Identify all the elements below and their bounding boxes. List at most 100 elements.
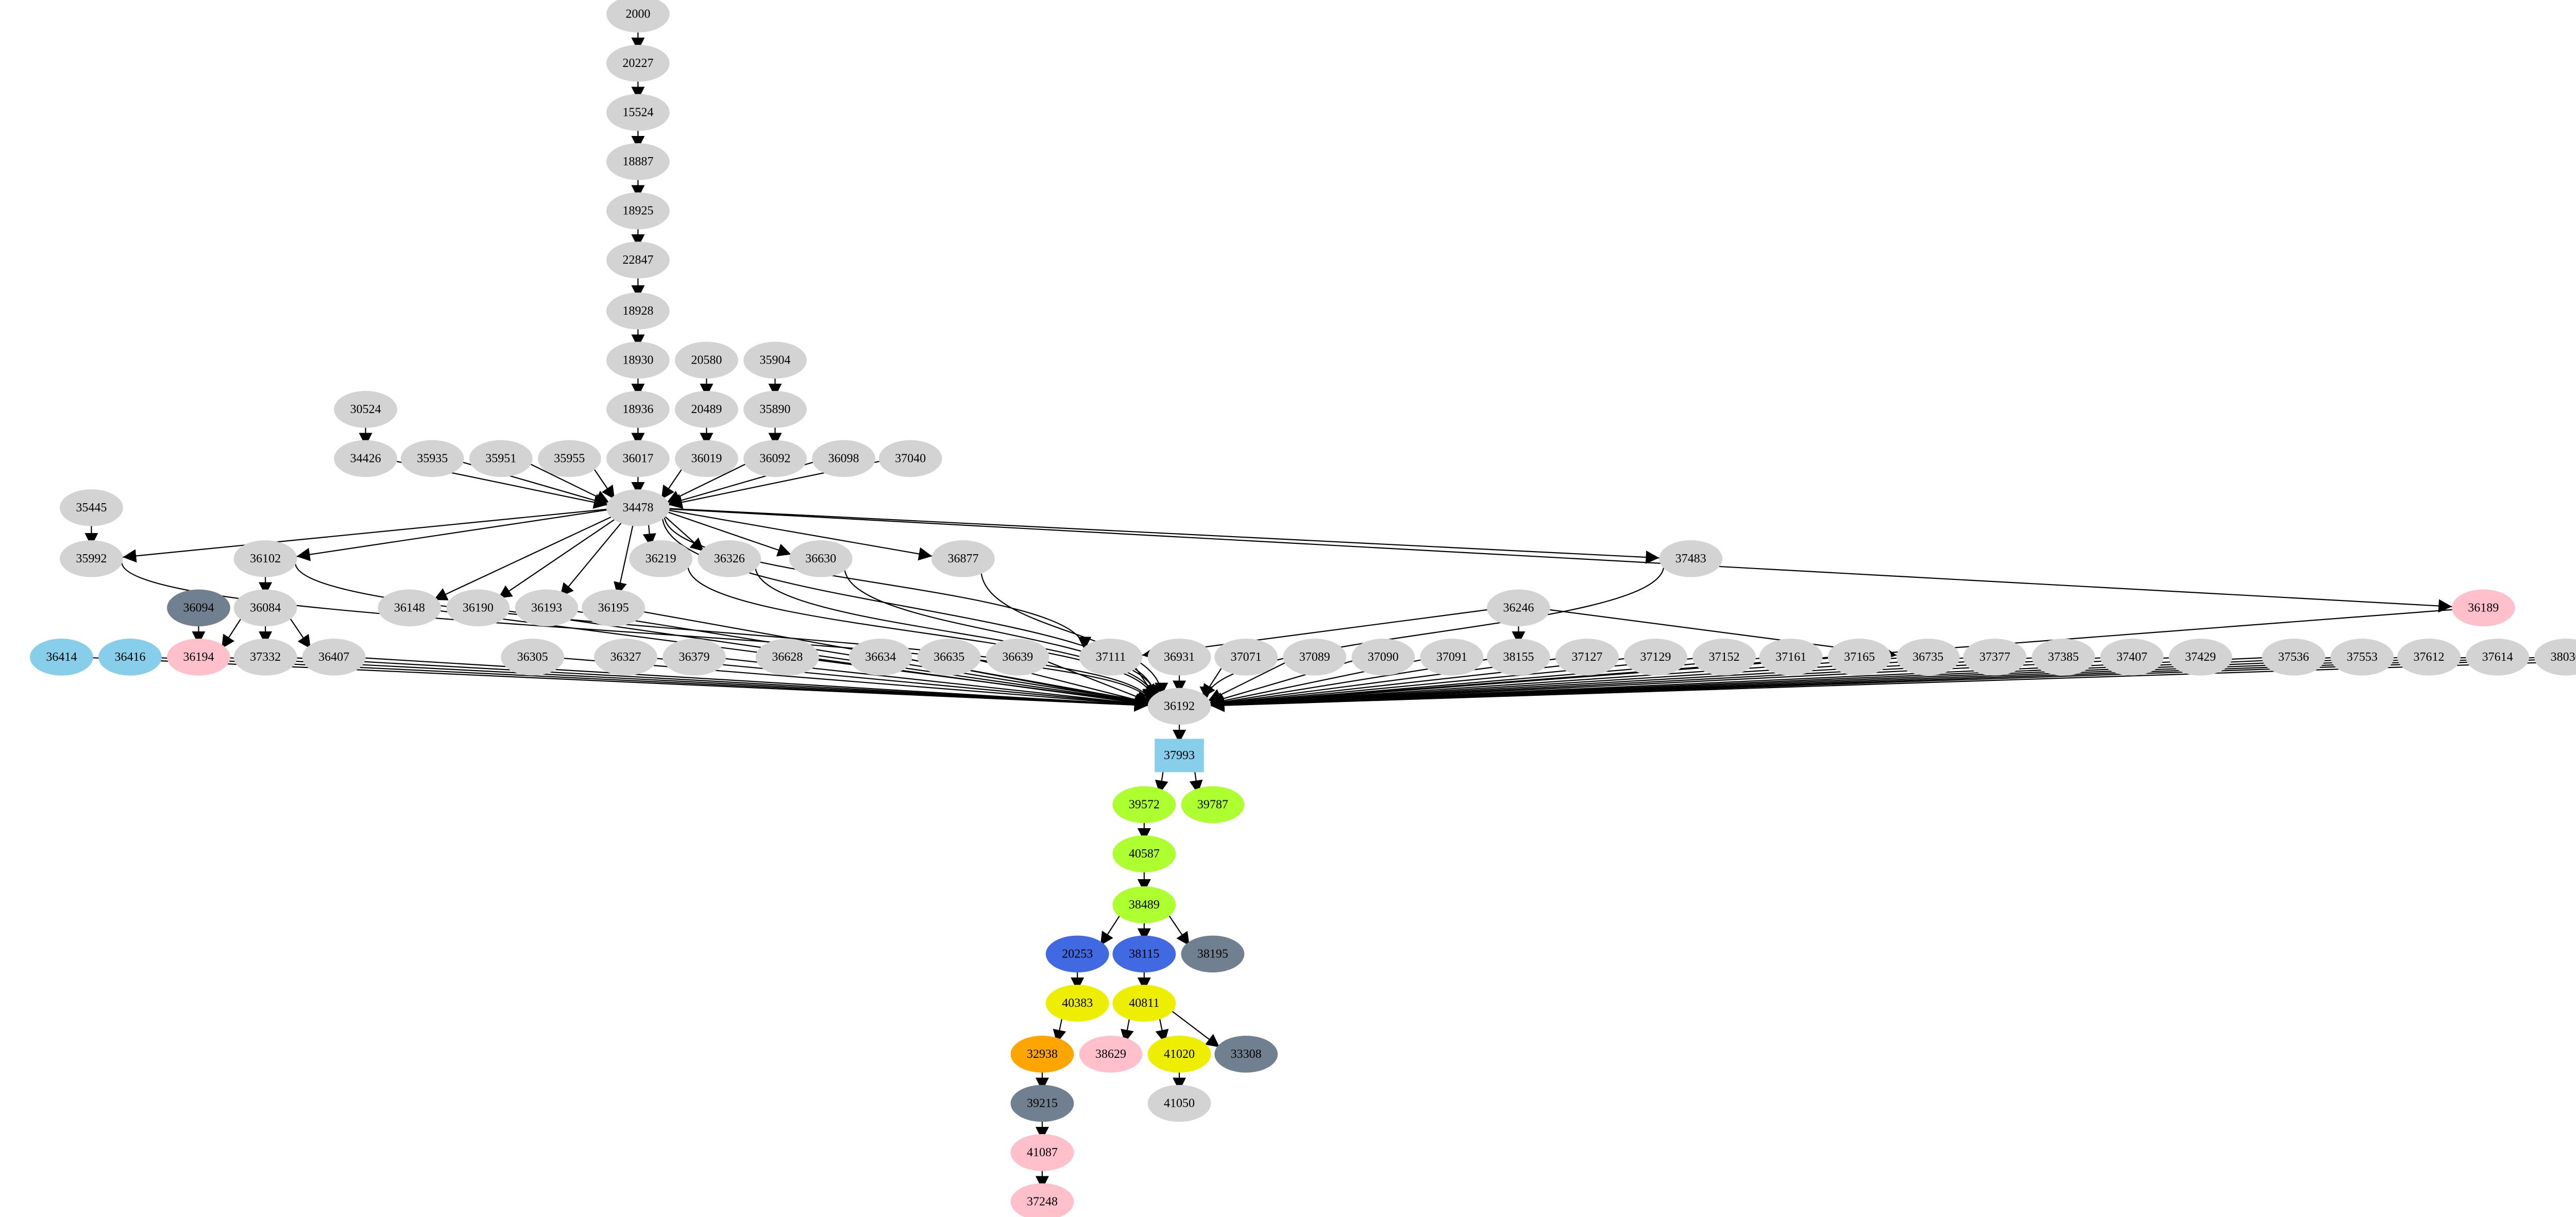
node-label: 36192	[1164, 699, 1195, 713]
graph-node-36414[interactable]: 36414	[29, 639, 93, 676]
graph-node-38195[interactable]: 38195	[1181, 935, 1245, 973]
graph-node-40383[interactable]: 40383	[1045, 985, 1109, 1022]
graph-node-41050[interactable]: 41050	[1147, 1085, 1211, 1122]
graph-node-38030[interactable]: 38030	[2534, 639, 2576, 676]
graph-node-39572[interactable]: 39572	[1112, 786, 1176, 824]
graph-node-37071[interactable]: 37071	[1214, 639, 1278, 676]
node-label: 20227	[622, 57, 653, 70]
graph-node-18887[interactable]: 18887	[606, 143, 670, 180]
graph-node-37127[interactable]: 37127	[1555, 639, 1619, 676]
edge-36219-to-36192	[687, 565, 1159, 700]
graph-node-36630[interactable]: 36630	[789, 540, 853, 577]
node-label: 39787	[1197, 798, 1228, 811]
graph-node-20489[interactable]: 20489	[674, 391, 738, 428]
graph-node-18928[interactable]: 18928	[606, 292, 670, 330]
graph-node-36305[interactable]: 36305	[501, 639, 565, 676]
graph-node-36194[interactable]: 36194	[167, 639, 230, 676]
graph-node-39215[interactable]: 39215	[1010, 1085, 1074, 1122]
graph-node-35955[interactable]: 35955	[537, 440, 601, 477]
graph-node-37089[interactable]: 37089	[1283, 639, 1347, 676]
graph-node-37407[interactable]: 37407	[2100, 639, 2164, 676]
graph-node-36017[interactable]: 36017	[606, 440, 670, 477]
graph-node-37536[interactable]: 37536	[2262, 639, 2326, 676]
graph-node-37161[interactable]: 37161	[1759, 639, 1823, 676]
graph-node-20253[interactable]: 20253	[1045, 935, 1109, 973]
graph-node-37129[interactable]: 37129	[1624, 639, 1687, 676]
graph-node-37385[interactable]: 37385	[2031, 639, 2095, 676]
graph-node-38489[interactable]: 38489	[1112, 886, 1176, 923]
graph-node-37377[interactable]: 37377	[1963, 639, 2027, 676]
graph-node-36379[interactable]: 36379	[663, 639, 726, 676]
graph-node-37429[interactable]: 37429	[2168, 639, 2232, 676]
graph-node-34478[interactable]: 34478	[606, 489, 670, 526]
graph-node-36877[interactable]: 36877	[931, 540, 995, 577]
graph-node-36416[interactable]: 36416	[98, 639, 162, 676]
graph-node-18930[interactable]: 18930	[606, 341, 670, 379]
graph-node-37612[interactable]: 37612	[2397, 639, 2461, 676]
graph-node-37111[interactable]: 37111	[1079, 639, 1143, 676]
graph-node-40811[interactable]: 40811	[1112, 985, 1176, 1022]
graph-node-38155[interactable]: 38155	[1487, 639, 1550, 676]
graph-node-35935[interactable]: 35935	[400, 440, 464, 477]
graph-node-37614[interactable]: 37614	[2466, 639, 2530, 676]
graph-node-38115[interactable]: 38115	[1112, 935, 1176, 973]
graph-node-35951[interactable]: 35951	[469, 440, 533, 477]
graph-node-41087[interactable]: 41087	[1010, 1134, 1074, 1171]
graph-node-37090[interactable]: 37090	[1351, 639, 1415, 676]
graph-node-41020[interactable]: 41020	[1147, 1036, 1211, 1073]
graph-node-38629[interactable]: 38629	[1079, 1036, 1143, 1073]
graph-node-20580[interactable]: 20580	[674, 341, 738, 379]
graph-node-18925[interactable]: 18925	[606, 192, 670, 230]
graph-node-36084[interactable]: 36084	[233, 589, 297, 627]
graph-node-36931[interactable]: 36931	[1147, 639, 1211, 676]
graph-node-30524[interactable]: 30524	[334, 391, 397, 428]
graph-node-35445[interactable]: 35445	[59, 489, 123, 526]
graph-node-36327[interactable]: 36327	[594, 639, 657, 676]
graph-node-36102[interactable]: 36102	[233, 540, 297, 577]
graph-node-36098[interactable]: 36098	[812, 440, 875, 477]
graph-node-36407[interactable]: 36407	[302, 639, 366, 676]
graph-node-36326[interactable]: 36326	[698, 540, 761, 577]
graph-node-36735[interactable]: 36735	[1896, 639, 1960, 676]
graph-node-37040[interactable]: 37040	[878, 440, 942, 477]
graph-node-35904[interactable]: 35904	[743, 341, 807, 379]
graph-node-37553[interactable]: 37553	[2330, 639, 2394, 676]
graph-node-36195[interactable]: 36195	[582, 589, 645, 627]
graph-node-34426[interactable]: 34426	[334, 440, 397, 477]
graph-node-36190[interactable]: 36190	[446, 589, 510, 627]
graph-node-36094[interactable]: 36094	[167, 589, 230, 627]
graph-node-2000[interactable]: 2000	[606, 0, 670, 33]
graph-node-37483[interactable]: 37483	[1659, 540, 1723, 577]
graph-node-36635[interactable]: 36635	[917, 639, 981, 676]
graph-node-18936[interactable]: 18936	[606, 391, 670, 428]
graph-node-36148[interactable]: 36148	[378, 589, 442, 627]
graph-node-37165[interactable]: 37165	[1827, 639, 1891, 676]
graph-node-15524[interactable]: 15524	[606, 94, 670, 131]
graph-node-37332[interactable]: 37332	[233, 639, 297, 676]
graph-node-36189[interactable]: 36189	[2451, 589, 2515, 627]
graph-node-35992[interactable]: 35992	[59, 540, 123, 577]
graph-node-39787[interactable]: 39787	[1181, 786, 1245, 824]
graph-node-22847[interactable]: 22847	[606, 242, 670, 279]
graph-node-36634[interactable]: 36634	[849, 639, 912, 676]
graph-node-36639[interactable]: 36639	[986, 639, 1049, 676]
graph-node-36092[interactable]: 36092	[743, 440, 807, 477]
graph-node-20227[interactable]: 20227	[606, 44, 670, 82]
graph-node-37091[interactable]: 37091	[1420, 639, 1484, 676]
graph-node-32938[interactable]: 32938	[1010, 1036, 1074, 1073]
node-label: 36877	[947, 552, 978, 565]
graph-node-36246[interactable]: 36246	[1487, 589, 1550, 627]
graph-node-36628[interactable]: 36628	[755, 639, 819, 676]
graph-node-36193[interactable]: 36193	[515, 589, 579, 627]
graph-node-33308[interactable]: 33308	[1214, 1036, 1278, 1073]
graph-node-36192[interactable]: 36192	[1147, 688, 1211, 725]
graph-node-37248[interactable]: 37248	[1010, 1183, 1074, 1217]
graph-node-35890[interactable]: 35890	[743, 391, 807, 428]
node-shape	[1045, 935, 1109, 973]
graph-node-37993[interactable]: 37993	[1155, 739, 1204, 773]
graph-node-36219[interactable]: 36219	[629, 540, 693, 577]
graph-node-40587[interactable]: 40587	[1112, 835, 1176, 872]
graph-node-36019[interactable]: 36019	[674, 440, 738, 477]
node-shape	[1487, 639, 1550, 676]
graph-node-37152[interactable]: 37152	[1692, 639, 1756, 676]
